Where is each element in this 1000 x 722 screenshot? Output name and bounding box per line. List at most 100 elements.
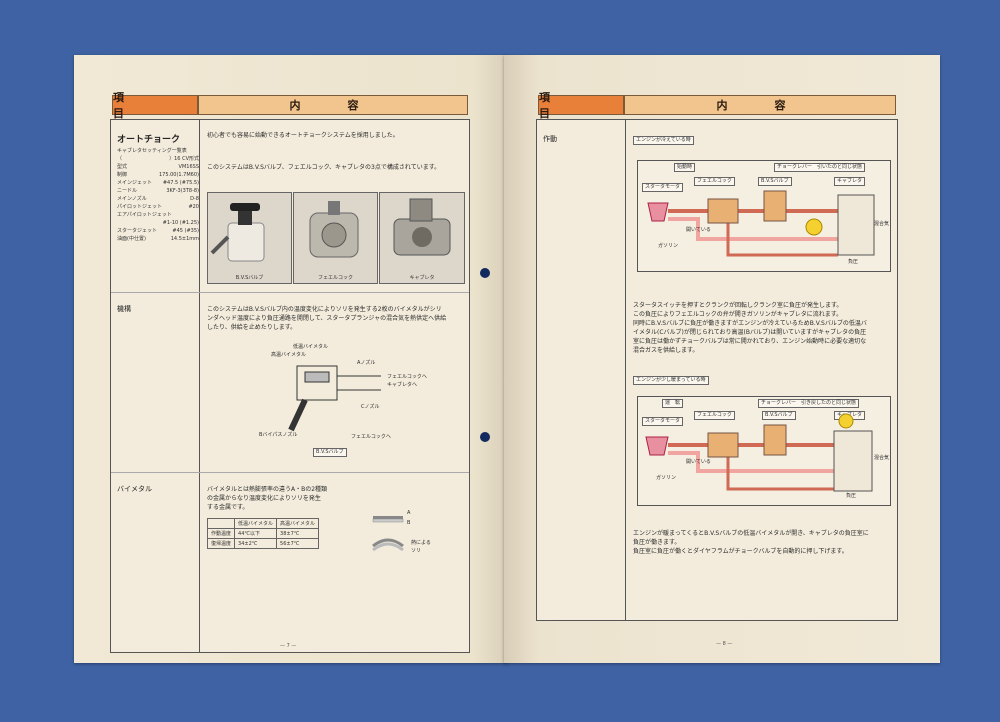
table-cell: 作動温度 <box>206 528 236 539</box>
right-header-item: 項 目 <box>538 91 624 120</box>
warm-mixture-label: 混合気 <box>874 455 890 461</box>
photo-caption-fuel-cock: フェエルコック <box>318 275 353 281</box>
operation-title: 作動 <box>543 135 557 143</box>
cold-text-1: スタータスイッチを押すとクランクが回転しクランク室に負圧が発生します。 <box>633 302 843 309</box>
table-cell: 44℃以下 <box>234 528 278 539</box>
photo-carburetor: キャブレタ <box>379 192 465 284</box>
warm-starter-motor-label: スタータモータ <box>642 417 684 426</box>
warm-choke-lever-label: チョークレバー 引き戻したのと同じ状態 <box>758 399 860 408</box>
label-to-fuel-cock: フェエルコックへ <box>387 374 427 380</box>
table-row: 作動温度 44℃以下 38±7℃ <box>206 528 320 539</box>
label-a-nozzle: Aノズル <box>357 360 376 366</box>
table-header-cell <box>206 518 236 529</box>
warm-bvs-label: B.V.Sバルブ <box>762 411 796 420</box>
spec-row: キャブレタセッティング一覧表 <box>117 148 187 154</box>
left-column-divider <box>199 120 200 652</box>
cold-text-2: この負圧によりフェエルコックの弁が開きガソリンがキャブレタに流れます。 <box>633 311 843 318</box>
bimetal-illustration <box>372 516 404 552</box>
left-header-content-label: 内 容 <box>289 99 377 112</box>
left-header-item: 項 目 <box>112 91 198 120</box>
bvs-diagram-caption: B.V.Sバルブ <box>313 448 347 457</box>
auto-choke-system-text: このシステムはB.V.Sバルブ、フェエルコック、キャブレタの3点で構成されていま… <box>207 164 441 171</box>
bimetal-legend-a: A <box>407 510 411 516</box>
spec-row: （）16 CV形式 <box>117 156 199 162</box>
warm-text-3: 負圧室に負圧が働くとダイヤフラムがチョークバルブを自動的に押し下げます。 <box>633 548 848 555</box>
photo-caption-bvs: B.V.Sバルブ <box>235 275 264 281</box>
cold-bvs-label: B.V.Sバルブ <box>758 177 792 186</box>
warm-engine-label: エンジンが少し暖まっている時 <box>633 376 709 385</box>
warm-running-label: 運 転 <box>662 399 684 408</box>
warm-flow-diagram <box>645 413 873 492</box>
mechanism-text-1: このシステムはB.V.Sバルブ内の温度変化によりソリを発生する2枚のバイメタルが… <box>207 306 442 313</box>
warm-open-label: 開いている <box>686 459 711 465</box>
cold-open-label: 開いている <box>686 227 711 233</box>
right-page: 項 目 内 容 作動 エンジンが冷えている時 始動時 チョークレバー 引いたのと… <box>504 55 940 663</box>
warm-text-1: エンジンが暖まってくるとB.V.Sバルブの低温バイメタルが開き、キャブレタの負圧… <box>633 530 869 537</box>
bimetal-text-2: の金属からなり温度変化によりソリを発生 <box>207 495 321 502</box>
table-cell: 38±7℃ <box>276 528 320 539</box>
warm-gasoline-label: ガソリン <box>656 475 677 481</box>
right-header-item-label: 項 目 <box>539 91 597 120</box>
label-high-temp-bimetal: 高温バイメタル <box>271 352 307 358</box>
warm-negative-pressure-label: 負圧 <box>846 493 857 499</box>
photo-bvs-valve: B.V.Sバルブ <box>207 192 292 284</box>
bimetal-legend-b: B <box>407 520 411 526</box>
bimetal-text-3: する金属です。 <box>207 504 249 511</box>
spec-row: 油面(中仕置)14.5±1mm <box>117 236 199 242</box>
cold-text-5: 室に負圧は働かずチョークバルブは常に開かれており、エンジン始動時に必要な適切な <box>633 338 867 345</box>
cold-text-3: 同時にB.V.Sバルブに負圧が働きますがエンジンが冷えているためB.V.Sバルブ… <box>633 320 867 327</box>
label-c-nozzle: Cノズル <box>361 404 380 410</box>
left-row-divider-2 <box>111 472 469 473</box>
right-header-content: 内 容 <box>624 95 896 115</box>
cold-carburetor-label: キャブレタ <box>834 177 866 186</box>
table-cell: 34±2℃ <box>234 538 278 549</box>
right-page-number: — 8 — <box>716 641 733 647</box>
right-content-box: 作動 エンジンが冷えている時 始動時 チョークレバー 引いたのと同じ状態 スター… <box>536 119 898 621</box>
spec-row: メインジェット#47.5 (#75.5) <box>117 180 199 186</box>
label-to-fuel-cock-2: フェエルコックへ <box>351 434 391 440</box>
bimetal-legend-heat: 熱による <box>411 540 431 546</box>
cold-fuel-cock-label: フェエルコック <box>694 177 735 186</box>
booklet: 項 目 内 容 オートチョーク キャブレタセッティング一覧表 （）16 CV形式… <box>74 55 940 667</box>
binding-hole <box>480 268 490 278</box>
label-to-carburetor: キャブレタへ <box>387 382 418 388</box>
bimetal-legend-warp: ソリ <box>411 548 422 554</box>
left-page: 項 目 内 容 オートチョーク キャブレタセッティング一覧表 （）16 CV形式… <box>74 55 508 663</box>
left-row-divider-1 <box>111 292 469 293</box>
cold-engine-diagram: 始動時 チョークレバー 引いたのと同じ状態 スタータモータ フェエルコック B.… <box>637 160 891 272</box>
mechanism-text-3: したり、供給を止めたりします。 <box>207 324 297 331</box>
table-cell: 復帰温度 <box>206 538 236 549</box>
warm-engine-diagram: 運 転 チョークレバー 引き戻したのと同じ状態 スタータモータ フェエルコック … <box>637 396 891 506</box>
bvs-valve-diagram <box>288 365 381 432</box>
cold-negative-pressure-label: 負圧 <box>848 259 859 265</box>
cold-choke-lever-label: チョークレバー 引いたのと同じ状態 <box>774 163 866 172</box>
cold-starter-motor-label: スタータモータ <box>642 183 684 192</box>
table-header-cell: 高温バイメタル <box>276 518 320 529</box>
left-page-number: — 7 — <box>280 643 297 649</box>
mechanism-text-2: ンダヘッド温度により負圧通路を開閉して、スタータプランジャの混合気を熱供定へ供給 <box>207 315 447 322</box>
fuel-cock-image <box>309 201 359 258</box>
warm-fuel-cock-label: フェエルコック <box>694 411 735 420</box>
right-header-content-label: 内 容 <box>716 99 804 112</box>
photo-fuel-cock: フェエルコック <box>293 192 378 284</box>
photo-caption-carburetor: キャブレタ <box>409 275 435 281</box>
label-low-temp-bimetal: 低温バイメタル <box>293 344 329 350</box>
spec-row: パイロットジェット#20 <box>117 204 199 210</box>
spec-row: #1-10 (#1.25) <box>162 220 199 226</box>
cold-engine-label: エンジンが冷えている時 <box>633 136 694 145</box>
label-b-bypass-nozzle: Bバイパスノズル <box>259 432 298 438</box>
auto-choke-title: オートチョーク <box>117 135 181 145</box>
cold-start-label: 始動時 <box>674 163 696 172</box>
cold-gasoline-label: ガソリン <box>658 243 679 249</box>
cold-text-6: 混合ガスを供給します。 <box>633 347 699 354</box>
bimetal-table: 低温バイメタル 高温バイメタル 作動温度 44℃以下 38±7℃ 復帰温度 34… <box>206 518 320 549</box>
spec-row: エアパイロットジェット <box>117 212 172 218</box>
auto-choke-intro: 初心者でも容易に始動できるオートチョークシステムを採用しました。 <box>207 132 399 139</box>
binding-hole <box>480 432 490 442</box>
mechanism-title: 機構 <box>117 305 131 313</box>
